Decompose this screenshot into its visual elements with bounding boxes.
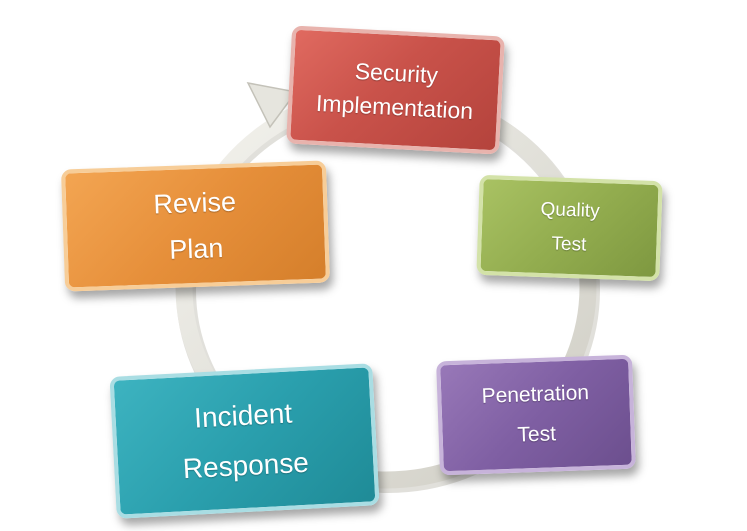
security-implementation-box: Security Implementation bbox=[286, 25, 505, 155]
quality-test-label-line1: Quality bbox=[540, 198, 601, 223]
quality-test-label-line2: Test bbox=[551, 233, 587, 256]
penetration-test-label-line2: Test bbox=[517, 422, 557, 447]
incident-response-label-line1: Incident bbox=[193, 397, 293, 434]
security-implementation-label-line1: Security bbox=[354, 57, 439, 89]
quality-test-box: Quality Test bbox=[476, 174, 663, 282]
revise-plan-label-line1: Revise bbox=[152, 186, 237, 220]
penetration-test-box: Penetration Test bbox=[436, 354, 636, 476]
revise-plan-box: Revise Plan bbox=[60, 160, 331, 292]
incident-response-label-line2: Response bbox=[182, 446, 310, 485]
cycle-arrowhead bbox=[246, 81, 298, 129]
security-implementation-label-line2: Implementation bbox=[315, 89, 474, 125]
incident-response-box: Incident Response bbox=[109, 363, 380, 519]
revise-plan-label-line2: Plan bbox=[168, 233, 224, 265]
penetration-test-label-line1: Penetration bbox=[481, 381, 590, 408]
